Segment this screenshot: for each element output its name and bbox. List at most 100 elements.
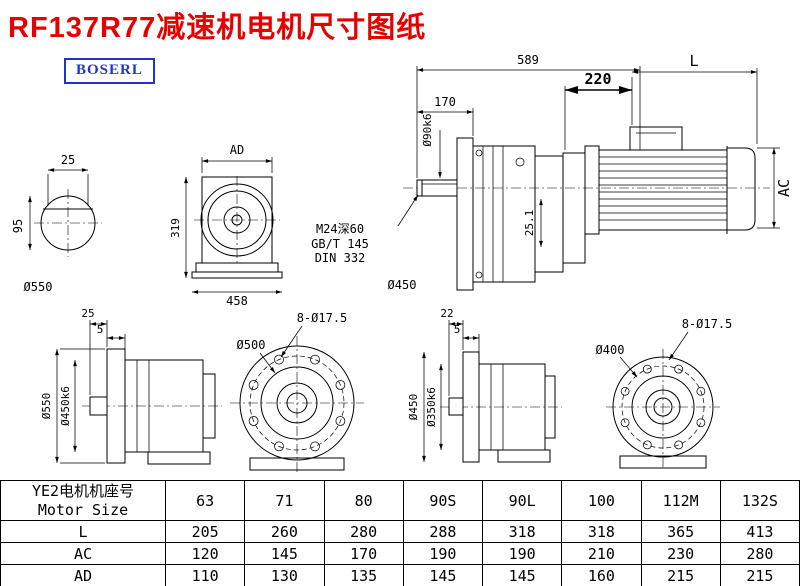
dim-front-ad: AD <box>201 143 273 173</box>
label-thread-std2: DIN 332 <box>315 251 366 265</box>
dim-label-589: 589 <box>517 53 539 67</box>
dim-label-170: 170 <box>434 95 456 109</box>
thread-spec: M24深60 GB/T 145 DIN 332 <box>311 194 419 265</box>
dim-section-width: 25 <box>47 153 89 206</box>
dim-label-mid-22: 22 <box>440 307 453 320</box>
dim-label-95: 95 <box>11 219 25 233</box>
dim-label-mid-5: 5 <box>454 323 461 336</box>
label-main-flange-dia: Ø450 <box>388 278 417 292</box>
dim-main-170: 170 <box>417 95 474 136</box>
dim-main-589: 589 <box>416 53 641 178</box>
table-cell: 210 <box>561 542 642 565</box>
table-cell: 413 <box>719 520 800 543</box>
table-cell: 135 <box>323 564 404 586</box>
output-side-view-mid <box>440 351 562 463</box>
dim-label-mid-450: Ø450 <box>407 394 420 421</box>
dim-mid-450: Ø450 <box>407 352 426 462</box>
label-dia-500: Ø500 <box>237 338 276 374</box>
motor-size-header-cell: YE2电机机座号 Motor Size <box>0 480 166 521</box>
table-cell: 205 <box>164 520 246 543</box>
dim-label-ad: AD <box>230 143 244 157</box>
row-label: AC <box>0 542 166 565</box>
brand-logo: BOSERL <box>64 58 155 84</box>
table-cell: 318 <box>481 520 563 543</box>
table-cell: 110 <box>164 564 246 586</box>
row-label: AD <box>0 564 166 586</box>
table-cell: 230 <box>640 542 721 565</box>
table-cell: 288 <box>402 520 484 543</box>
label-500-text: Ø500 <box>237 338 266 352</box>
table-cell: 145 <box>481 564 563 586</box>
dim-mid-22: 22 <box>440 307 464 396</box>
dim-label-220: 220 <box>584 70 611 88</box>
motor-main-view <box>562 126 756 264</box>
reducer-main-view <box>403 137 770 291</box>
table-cell: 365 <box>640 520 721 543</box>
header-line-en: Motor Size <box>37 500 129 519</box>
dim-label-25-1: 25.1 <box>523 210 536 237</box>
table-row-ad: AD 110 130 135 145 145 160 215 215 <box>0 564 800 586</box>
dim-label-90k6: Ø90k6 <box>421 113 434 146</box>
dim-label-left-550: Ø550 <box>40 393 53 420</box>
dim-motor-l: L <box>632 52 758 144</box>
table-row-l: L 205 260 280 288 318 318 365 413 <box>0 520 800 543</box>
page-title: RF137R77减速机电机尺寸图纸 <box>8 12 427 44</box>
table-cell: 280 <box>719 542 800 565</box>
label-8-17-5-left: 8-Ø17.5 <box>297 311 348 325</box>
dim-label-25: 25 <box>61 153 75 167</box>
table-row-ac: AC 120 145 170 190 190 210 230 280 <box>0 542 800 565</box>
dim-label-mid-350k6: Ø350k6 <box>425 387 438 427</box>
size-col-header: 90S <box>402 480 484 521</box>
label-holes-left: 8-Ø17.5 <box>280 311 348 358</box>
table-cell: 145 <box>244 542 325 565</box>
dim-section-height: 95 <box>11 196 32 250</box>
dim-key-25-1: 25.1 <box>523 199 543 247</box>
label-dia-550: Ø550 <box>24 280 53 294</box>
flange-face-view-right <box>606 349 720 470</box>
dim-shaft-dia: Ø90k6 <box>421 113 442 178</box>
technical-drawing: 25 95 Ø550 AD 319 <box>11 52 793 474</box>
label-8-17-5-right: 8-Ø17.5 <box>682 317 733 331</box>
table-cell: 145 <box>402 564 484 586</box>
dim-mid-350k6: Ø350k6 <box>425 364 443 450</box>
dim-mid-5: 5 <box>454 323 480 362</box>
dim-label-left-450k6: Ø450k6 <box>59 386 72 426</box>
label-thread-std1: GB/T 145 <box>311 237 369 251</box>
dim-label-left-25: 25 <box>81 307 94 320</box>
dim-label-left-5: 5 <box>97 323 104 336</box>
shaft-section-view <box>34 189 102 257</box>
size-col-header: 132S <box>719 480 800 521</box>
label-thread: M24深60 <box>316 222 364 236</box>
table-cell: 215 <box>640 564 721 586</box>
header-line-cn: YE2电机机座号 <box>31 481 135 500</box>
dim-left-5: 5 <box>97 323 126 358</box>
table-cell: 280 <box>323 520 404 543</box>
dim-front-458: 458 <box>192 290 282 308</box>
output-side-view-left <box>82 348 222 465</box>
label-holes-right: 8-Ø17.5 <box>668 317 733 361</box>
size-col-header: 63 <box>164 480 246 521</box>
label-400-text: Ø400 <box>596 343 625 357</box>
table-cell: 190 <box>402 542 484 565</box>
motor-size-table: YE2电机机座号 Motor Size 63 71 80 90S 90L 100… <box>0 480 800 586</box>
table-cell: 318 <box>561 520 642 543</box>
table-header-row: YE2电机机座号 Motor Size 63 71 80 90S 90L 100… <box>0 480 800 521</box>
dim-motor-ac: AC <box>757 147 793 229</box>
size-col-header: 71 <box>244 480 325 521</box>
dim-motor-220: 220 <box>564 70 633 150</box>
dim-label-458: 458 <box>226 294 248 308</box>
dim-label-l: L <box>689 52 698 70</box>
table-cell: 215 <box>719 564 800 586</box>
dim-front-319: 319 <box>169 177 188 278</box>
dim-label-319: 319 <box>169 218 182 238</box>
label-dia-400: Ø400 <box>596 343 638 378</box>
flange-face-view-left <box>230 336 364 474</box>
size-col-header: 80 <box>323 480 404 521</box>
reducer-front-view <box>191 176 283 279</box>
dim-left-450k6: Ø450k6 <box>59 360 77 452</box>
table-cell: 260 <box>244 520 325 543</box>
dim-left-550: Ø550 <box>40 348 105 464</box>
table-cell: 190 <box>481 542 563 565</box>
size-col-header: 112M <box>640 480 721 521</box>
